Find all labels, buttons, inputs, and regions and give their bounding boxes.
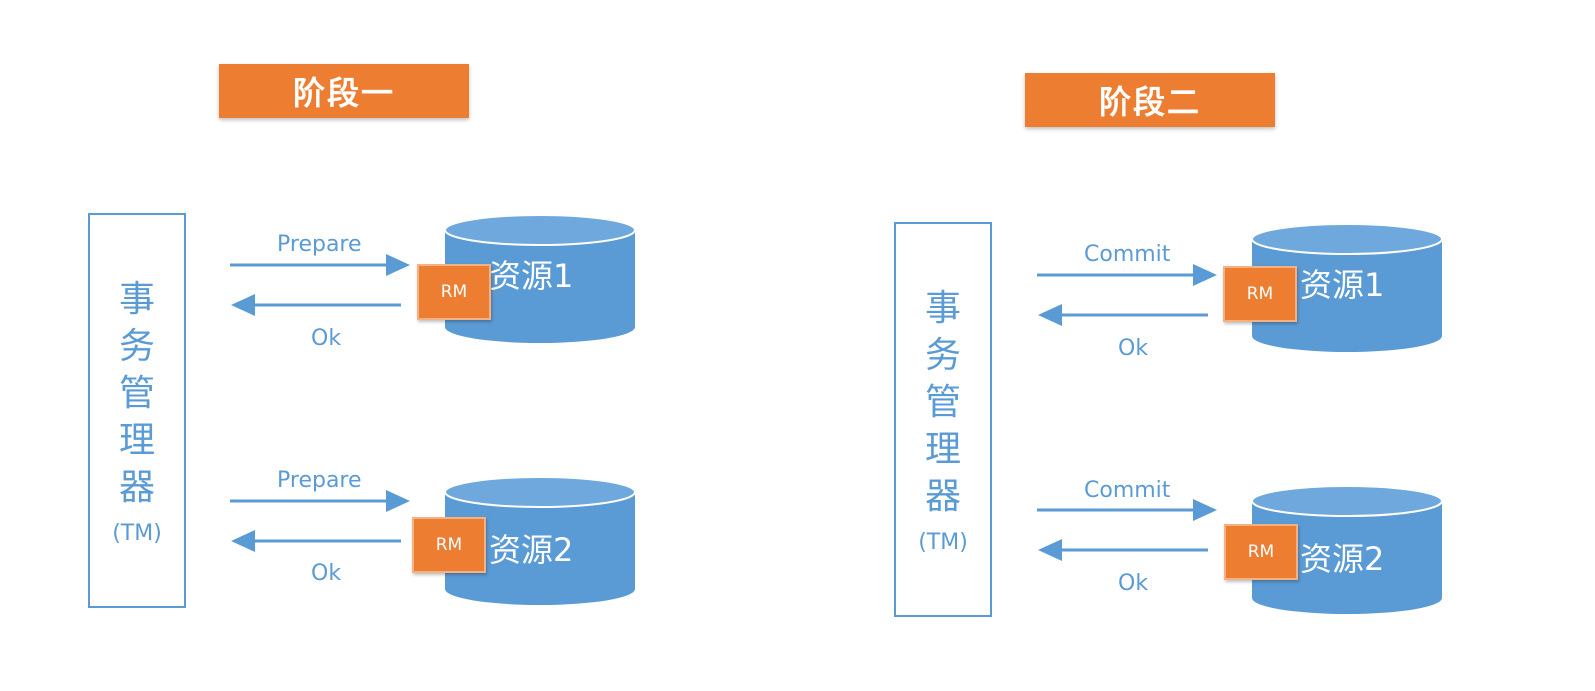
database-icon [1251,485,1443,614]
resource-manager-box: RM [417,264,491,320]
commit-label: Commit [1084,242,1171,267]
phase-one-label: 阶段一 [219,64,469,118]
response-arrow [1038,304,1208,326]
tm-char: 理 [118,419,155,461]
resource-cylinder: 资源1 [1250,222,1444,356]
ok-label: Ok [311,326,342,351]
resource-name: 资源2 [489,531,574,569]
tm-char: 事 [924,287,961,329]
phase-two-label: 阶段二 [1025,73,1275,127]
transaction-manager-box: 事 务 管 理 器 (TM) [894,222,992,617]
tm-abbreviation: (TM) [918,529,968,555]
request-arrow [1037,499,1217,521]
tm-abbreviation: (TM) [112,520,162,546]
response-arrow [231,530,401,552]
resource-name: 资源1 [489,257,574,295]
ok-label: Ok [1118,571,1149,596]
request-arrow [1037,264,1217,286]
tm-char: 事 [118,278,155,320]
database-icon [444,214,636,343]
ok-label: Ok [1118,336,1149,361]
database-icon [444,476,636,605]
transaction-manager-box: 事 务 管 理 器 (TM) [88,213,186,608]
prepare-label: Prepare [277,232,362,257]
tm-char: 管 [118,372,155,414]
request-arrow [230,254,410,276]
resource-cylinder: 资源2 [1250,484,1444,618]
resource-name: 资源1 [1300,266,1385,304]
resource-name: 资源2 [1300,540,1385,578]
resource-manager-box: RM [1224,524,1298,580]
tm-char: 器 [118,466,155,508]
request-arrow [230,490,410,512]
resource-manager-box: RM [1223,266,1297,322]
tm-char: 管 [924,381,961,423]
tm-char: 器 [924,475,961,517]
tm-char: 务 [118,325,155,367]
tm-char: 理 [924,428,961,470]
resource-cylinder: 资源2 [443,475,637,609]
database-icon [1251,223,1443,352]
prepare-label: Prepare [277,468,362,493]
response-arrow [1038,539,1208,561]
response-arrow [231,294,401,316]
ok-label: Ok [311,561,342,586]
resource-cylinder: 资源1 [443,213,637,347]
resource-manager-box: RM [412,517,486,573]
commit-label: Commit [1084,478,1171,503]
tm-char: 务 [924,334,961,376]
